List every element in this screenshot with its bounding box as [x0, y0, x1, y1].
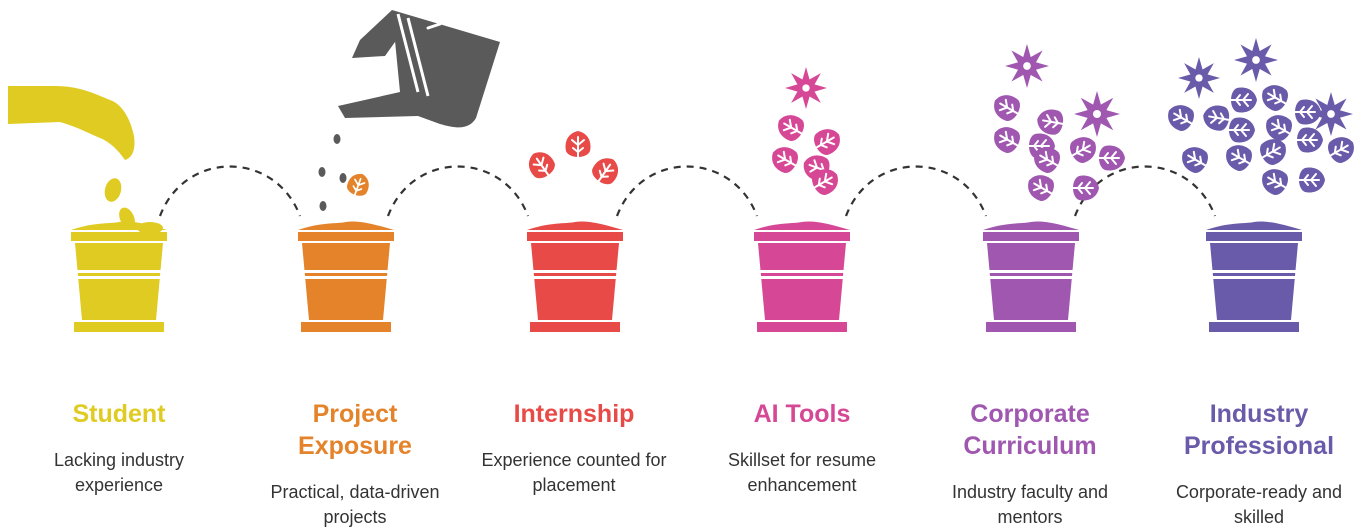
- pot-icon: [754, 221, 850, 332]
- leaf-icon: [1021, 168, 1059, 206]
- pot-icon: [71, 221, 167, 332]
- dashed-connectors: [158, 165, 1217, 217]
- leaf-icon: [1323, 130, 1361, 168]
- seed-icon: [104, 178, 163, 234]
- flower-icon: [785, 67, 827, 109]
- pot-icon: [983, 221, 1079, 332]
- leaf-icon: [587, 151, 625, 190]
- leaf-icon: [1230, 86, 1258, 114]
- leaf-icon: [1219, 138, 1257, 176]
- leaf-icon: [771, 108, 809, 146]
- stage-6-title: Industry Professional: [1183, 400, 1335, 460]
- stage-1-illustration: [8, 86, 167, 332]
- flower-icon: [1178, 57, 1220, 99]
- leaf-icon: [1034, 106, 1067, 138]
- leaf-icon: [1296, 126, 1324, 154]
- connector-4-5: [844, 165, 988, 217]
- watering-can-icon: [338, 10, 500, 128]
- leaf-icon: [987, 120, 1025, 158]
- stage-1-title: Student: [72, 400, 166, 428]
- connector-3-4: [615, 165, 759, 217]
- connector-2-3: [386, 165, 530, 217]
- stage-5-description: Industry faculty and mentors: [951, 482, 1109, 527]
- pot-icon: [1206, 221, 1302, 332]
- leaf-icon: [1259, 108, 1297, 146]
- leaf-icon: [522, 145, 560, 184]
- connector-5-6: [1073, 165, 1217, 217]
- leaf-icon: [987, 88, 1025, 126]
- leaf-icon: [1228, 116, 1256, 144]
- leaf-icon: [1255, 132, 1293, 170]
- stage-6-description: Corporate-ready and skilled: [1175, 482, 1343, 527]
- leaf-icon: [765, 140, 803, 178]
- leaf-icon: [1175, 140, 1213, 178]
- stage-4-description: Skillset for resume enhancement: [727, 450, 877, 495]
- leaf-icon: [1200, 102, 1233, 134]
- leaf-icon: [1298, 166, 1326, 194]
- stage-2-illustration: [298, 10, 500, 332]
- stage-2-description: Practical, data-driven projects: [270, 482, 440, 527]
- stage-4-illustration: [754, 67, 850, 332]
- pot-icon: [527, 221, 623, 332]
- leaf-icon: [1161, 98, 1199, 136]
- leaf-icon: [1255, 162, 1293, 200]
- leaf-icon: [1072, 174, 1100, 202]
- flower-icon: [1005, 44, 1049, 88]
- stage-3-illustration: [522, 130, 625, 332]
- leaf-icon: [1255, 78, 1293, 116]
- leaf-icon: [809, 122, 847, 160]
- stage-5-illustration: [983, 44, 1126, 332]
- flower-icon: [1234, 38, 1278, 82]
- stage-3-title: Internship: [513, 400, 635, 428]
- leaf-icon: [564, 130, 592, 158]
- stage-1-description: Lacking industry experience: [53, 450, 185, 495]
- leaf-icon: [1294, 98, 1322, 126]
- water-drop-icon: [318, 134, 347, 211]
- flower-icon: [1074, 91, 1120, 137]
- stage-6-illustration: [1161, 38, 1361, 332]
- pot-icon: [298, 221, 394, 332]
- hand-icon: [8, 86, 135, 160]
- connector-1-2: [158, 165, 302, 217]
- stage-3-description: Experience counted for placement: [481, 450, 667, 495]
- leaf-icon: [1065, 130, 1103, 168]
- stage-2-title: Project Exposure: [298, 400, 412, 460]
- stage-5-title: Corporate Curriculum: [963, 400, 1097, 460]
- leaf-icon: [343, 169, 374, 200]
- stage-4-title: AI Tools: [753, 400, 851, 428]
- leaf-icon: [1098, 144, 1126, 172]
